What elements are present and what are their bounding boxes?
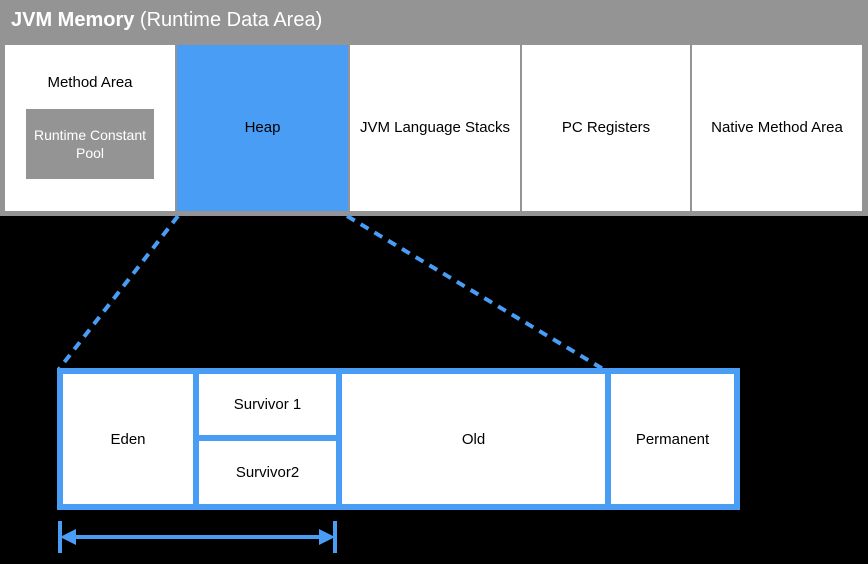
heap-cell-survivor-2[interactable]: Survivor2 xyxy=(199,441,336,504)
heap-connector-right xyxy=(345,214,605,371)
region-jvm-language-stacks-label: JVM Language Stacks xyxy=(359,118,511,136)
region-heap-label: Heap xyxy=(244,118,281,136)
heap-cell-old[interactable]: Old xyxy=(342,374,605,504)
region-heap[interactable]: Heap xyxy=(177,45,348,211)
diagram-title-rest: (Runtime Data Area) xyxy=(134,9,323,31)
jvm-memory-container: JVM Memory (Runtime Data Area) Method Ar… xyxy=(0,0,868,216)
diagram-title: JVM Memory (Runtime Data Area) xyxy=(11,5,322,35)
heap-cell-survivor-1-label: Survivor 1 xyxy=(233,396,302,413)
heap-cell-eden[interactable]: Eden xyxy=(63,374,193,504)
measure-arrowhead-left xyxy=(60,529,76,545)
diagram-title-bold: JVM Memory xyxy=(11,9,135,31)
runtime-constant-pool-label: Runtime Constant Pool xyxy=(33,126,147,161)
region-method-area-label: Method Area xyxy=(47,74,133,91)
runtime-data-area-regions: Method Area Runtime Constant Pool Heap J… xyxy=(5,45,863,211)
heap-connector-left xyxy=(57,214,180,371)
region-pc-registers[interactable]: PC Registers xyxy=(522,45,690,211)
runtime-constant-pool-box[interactable]: Runtime Constant Pool xyxy=(26,109,154,179)
region-method-area[interactable]: Method Area Runtime Constant Pool xyxy=(5,45,175,211)
heap-cell-permanent-label: Permanent xyxy=(635,430,710,448)
heap-cell-survivor-1[interactable]: Survivor 1 xyxy=(199,374,336,435)
heap-cell-old-label: Old xyxy=(461,430,486,448)
heap-cell-permanent[interactable]: Permanent xyxy=(611,374,734,504)
heap-detail-container: Eden Survivor 1 Survivor2 Old Permanent xyxy=(57,368,740,510)
region-native-method-area-label: Native Method Area xyxy=(711,118,843,136)
measure-arrowhead-right xyxy=(319,529,335,545)
region-native-method-area[interactable]: Native Method Area xyxy=(692,45,862,211)
heap-cell-eden-label: Eden xyxy=(110,430,146,448)
region-jvm-language-stacks[interactable]: JVM Language Stacks xyxy=(350,45,520,211)
region-pc-registers-label: PC Registers xyxy=(561,118,651,136)
heap-cell-survivor-2-label: Survivor2 xyxy=(235,464,300,481)
